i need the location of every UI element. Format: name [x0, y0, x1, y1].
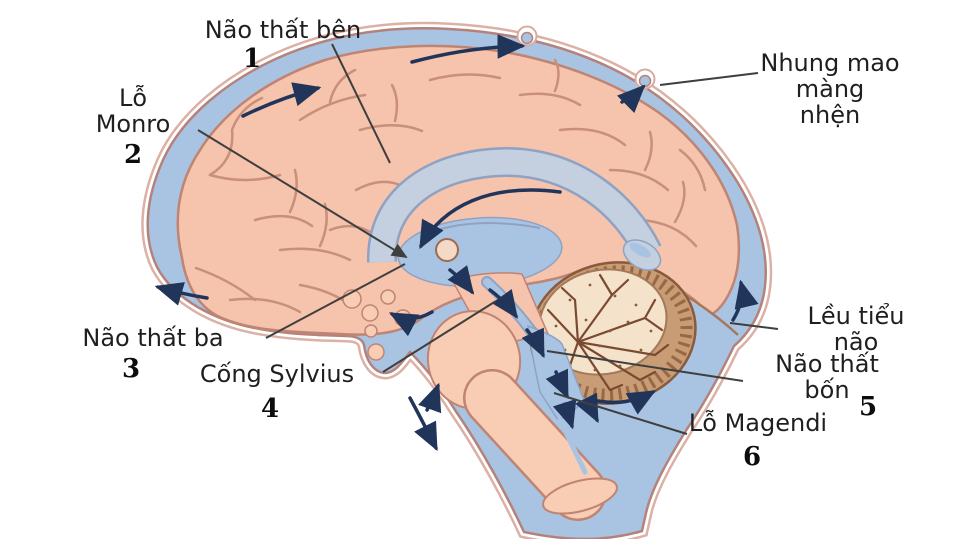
gyri-lines	[194, 58, 707, 314]
label-third-ventricle: Não thất ba	[82, 324, 224, 353]
number-3: 3	[121, 354, 141, 384]
leader-third-ventricle	[265, 263, 406, 339]
label-lateral-ventricle: Não thất bên	[204, 16, 362, 45]
label-aqueduct-sylvius: Cống Sylvius	[199, 360, 355, 389]
leader-lines	[197, 43, 779, 435]
cerebellum-stipple	[554, 283, 653, 372]
brainstem	[426, 272, 618, 521]
number-1: 1	[242, 44, 262, 74]
leader-fourth-ventricle	[546, 350, 744, 382]
label-arachnoid-villi: Nhung mao màng nhện	[760, 49, 900, 129]
label-fourth-ventricle: Não thất bốn	[775, 350, 879, 404]
leader-arachnoid-villi	[659, 72, 759, 86]
number-5: 5	[858, 392, 878, 422]
leader-aqueduct	[382, 300, 497, 373]
cord-cut-end	[542, 477, 618, 515]
leader-foramen-monro	[197, 129, 408, 259]
cistern-sliver	[629, 242, 651, 258]
leader-tentorium	[729, 322, 779, 330]
interthalamic-adhesion	[435, 238, 459, 262]
leader-lateral-ventricle	[331, 43, 391, 164]
label-tentorium: Lều tiểu não	[807, 302, 905, 356]
number-2: 2	[123, 140, 143, 170]
label-foramen-magendie: Lỗ Magendi	[688, 409, 828, 438]
number-4: 4	[260, 394, 280, 424]
csf-flow-arrows	[154, 34, 759, 452]
label-foramen-monro: Lỗ Monro	[95, 84, 171, 138]
number-6: 6	[742, 442, 762, 472]
cerebrum	[176, 44, 741, 336]
leader-foramen-magendie	[553, 392, 688, 435]
